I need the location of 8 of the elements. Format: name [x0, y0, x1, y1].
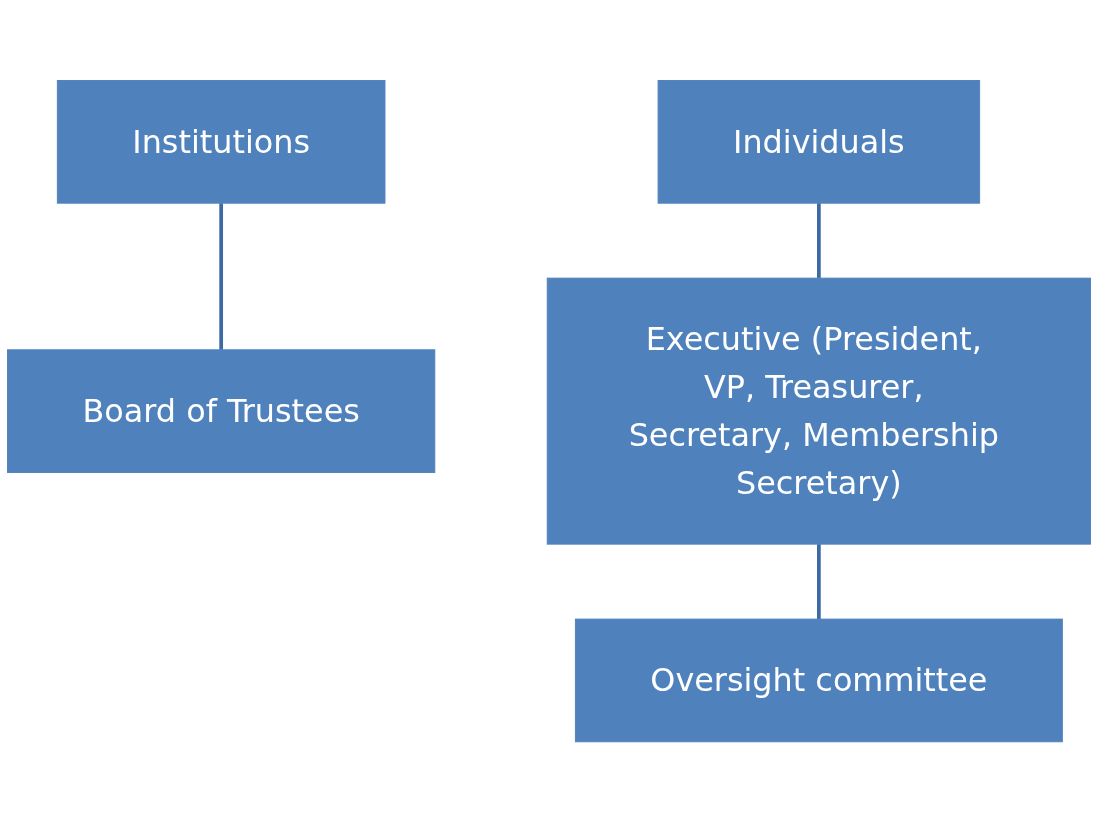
node-box: Board of Trustees — [7, 349, 436, 473]
connector — [817, 544, 821, 619]
node-box: Executive (President, VP, Treasurer, Secretary, Membership Secretary) — [546, 277, 1091, 545]
connector — [219, 203, 224, 350]
node-box: Institutions — [56, 79, 386, 204]
connector — [817, 203, 821, 278]
node-box: Individuals — [657, 79, 981, 204]
node-box: Oversight committee — [574, 618, 1063, 743]
